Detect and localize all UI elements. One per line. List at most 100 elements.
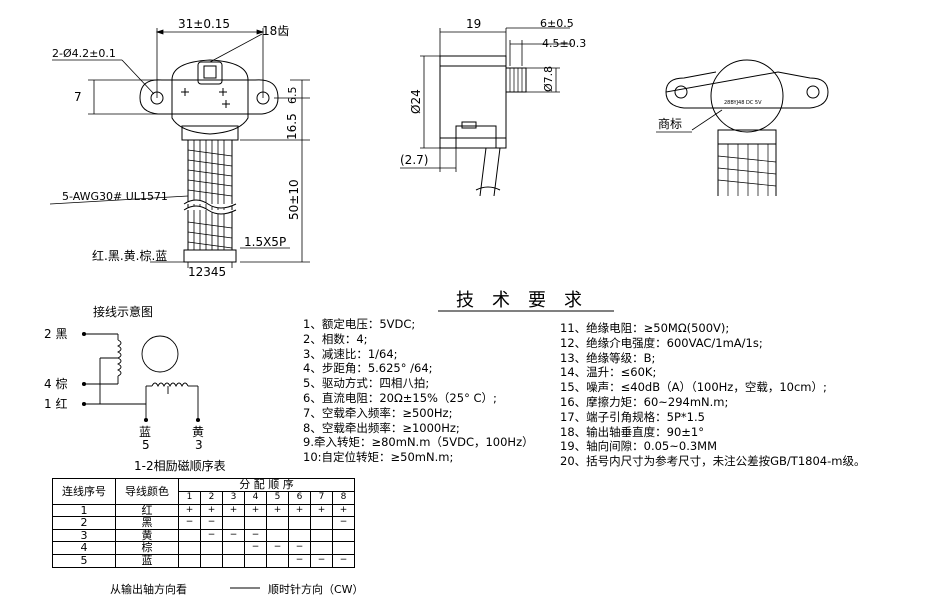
row-no: 5 [52, 553, 116, 568]
dim-width-label: 31±0.15 [178, 17, 230, 31]
wire-4-label: 4 棕 [44, 376, 67, 391]
sequence-cell [178, 528, 201, 543]
side-view-motor [439, 55, 527, 197]
dim-165-label: 16.5 [285, 113, 299, 140]
wire-2-label: 2 黑 [44, 327, 67, 341]
spec-item: 8、空载牵出频率：≥1000Hz; [303, 420, 460, 435]
sequence-cell: − [332, 516, 355, 530]
row-color: 棕 [115, 541, 179, 555]
row-color: 黑 [115, 516, 179, 530]
sequence-cell: + [266, 503, 289, 518]
dim-phi78-label: Ø7.8 [542, 66, 555, 92]
wire-blue-num: 5 [142, 438, 150, 452]
spec-item: 2、相数：4; [303, 331, 368, 346]
step-header: 8 [332, 491, 355, 505]
sequence-cell: − [288, 553, 311, 568]
spec-item: 19、轴向间隙：0.05~0.3MM [560, 439, 718, 454]
spec-item: 1、额定电压：5VDC; [303, 317, 416, 331]
sequence-cell: + [332, 503, 355, 518]
row-no: 1 [52, 503, 116, 518]
spec-item: 3、减速比：1/64; [303, 346, 398, 361]
sequence-cell: − [222, 528, 245, 543]
col-header-no: 连线序号 [52, 478, 116, 505]
spec-item: 6、直流电阻：20Ω±15%（25° C）; [303, 390, 497, 405]
specs-left-list: 1、额定电压：5VDC; 2、相数：4; 3、减速比：1/64; 4、步距角：5… [303, 317, 534, 465]
spec-item: 18、输出轴垂直度：90±1° [560, 424, 704, 439]
step-header: 1 [178, 491, 201, 505]
col-header-color: 导线颜色 [115, 478, 179, 505]
dim-teeth-label: 18齿 [262, 24, 289, 38]
motor-marking: 28BYJ48 DC 5V [724, 100, 762, 106]
sequence-cell: − [310, 553, 333, 568]
sequence-cell [266, 516, 289, 530]
sequence-cell [222, 516, 245, 530]
wire-1-label: 1 红 [44, 396, 67, 411]
dim-7-label: 7 [74, 90, 82, 104]
dim-19-label: 19 [466, 17, 481, 31]
sequence-cell: − [266, 541, 289, 555]
step-header: 4 [244, 491, 267, 505]
sequence-cell [178, 541, 201, 555]
sequence-cell [310, 516, 333, 530]
sequence-cell: − [200, 528, 223, 543]
caption-right: 顺时针方向（CW） [268, 583, 364, 596]
sequence-cell [310, 528, 333, 543]
col-header-sequence: 分 配 顺 序 [178, 478, 355, 492]
row-color: 黄 [115, 528, 179, 543]
spec-item: 10:自定位转矩：≥50mN.m; [303, 450, 454, 465]
step-header: 3 [222, 491, 245, 505]
step-header: 6 [288, 491, 311, 505]
row-no: 2 [52, 516, 116, 530]
sequence-cell [266, 528, 289, 543]
spec-item: 17、端子引角规格：5P*1.5 [560, 409, 705, 424]
cable-spec-label: 5-AWG30# UL1571 [62, 190, 168, 203]
caption-left: 从输出轴方向看 [110, 583, 187, 596]
sequence-cell [244, 516, 267, 530]
sequence-cell: + [244, 503, 267, 518]
dim-6-label: 6±0.5 [540, 17, 574, 30]
side-view-dimensions [400, 27, 572, 172]
sequence-cell: + [288, 503, 311, 518]
sequence-cell: + [178, 503, 201, 518]
sequence-cell [200, 541, 223, 555]
step-header: 7 [310, 491, 333, 505]
dim-phi24-label: Ø24 [409, 89, 423, 114]
sequence-cell: − [244, 541, 267, 555]
sequence-cell: + [222, 503, 245, 518]
row-no: 4 [52, 541, 116, 555]
sequence-cell: − [288, 541, 311, 555]
connector-label: 1.5X5P [244, 235, 286, 249]
sequence-cell [178, 553, 201, 568]
row-no: 3 [52, 528, 116, 543]
sequence-cell: − [244, 528, 267, 543]
front-view-dimensions [49, 28, 310, 268]
spec-item: 11、绝缘电阻：≥50MΩ(500V); [560, 321, 730, 335]
spec-item: 5、驱动方式：四相八拍; [303, 376, 430, 391]
sequence-cell [310, 541, 333, 555]
trademark-label: 商标 [658, 116, 682, 131]
sequence-cell: − [332, 553, 355, 568]
spec-item: 16、摩擦力矩：60~294mN.m; [560, 394, 729, 409]
sequence-cell [266, 553, 289, 568]
sequence-table-title: 1-2相励磁顺序表 [134, 458, 226, 473]
sequence-cell [222, 541, 245, 555]
sequence-cell: − [200, 516, 223, 530]
sequence-cell [222, 553, 245, 568]
pin-numbers-label: 12345 [188, 265, 226, 279]
specs-right-list: 11、绝缘电阻：≥50MΩ(500V); 12、绝缘介电强度：600VAC/1m… [560, 321, 865, 469]
sequence-cell: + [310, 503, 333, 518]
spec-item: 12、绝缘介电强度：600VAC/1mA/1s; [560, 335, 763, 350]
front-view-motor [139, 59, 279, 263]
dim-27-label: (2.7) [400, 153, 428, 167]
sequence-cell [332, 541, 355, 555]
step-header: 2 [200, 491, 223, 505]
row-color: 红 [115, 503, 179, 518]
sequence-cell [332, 528, 355, 543]
